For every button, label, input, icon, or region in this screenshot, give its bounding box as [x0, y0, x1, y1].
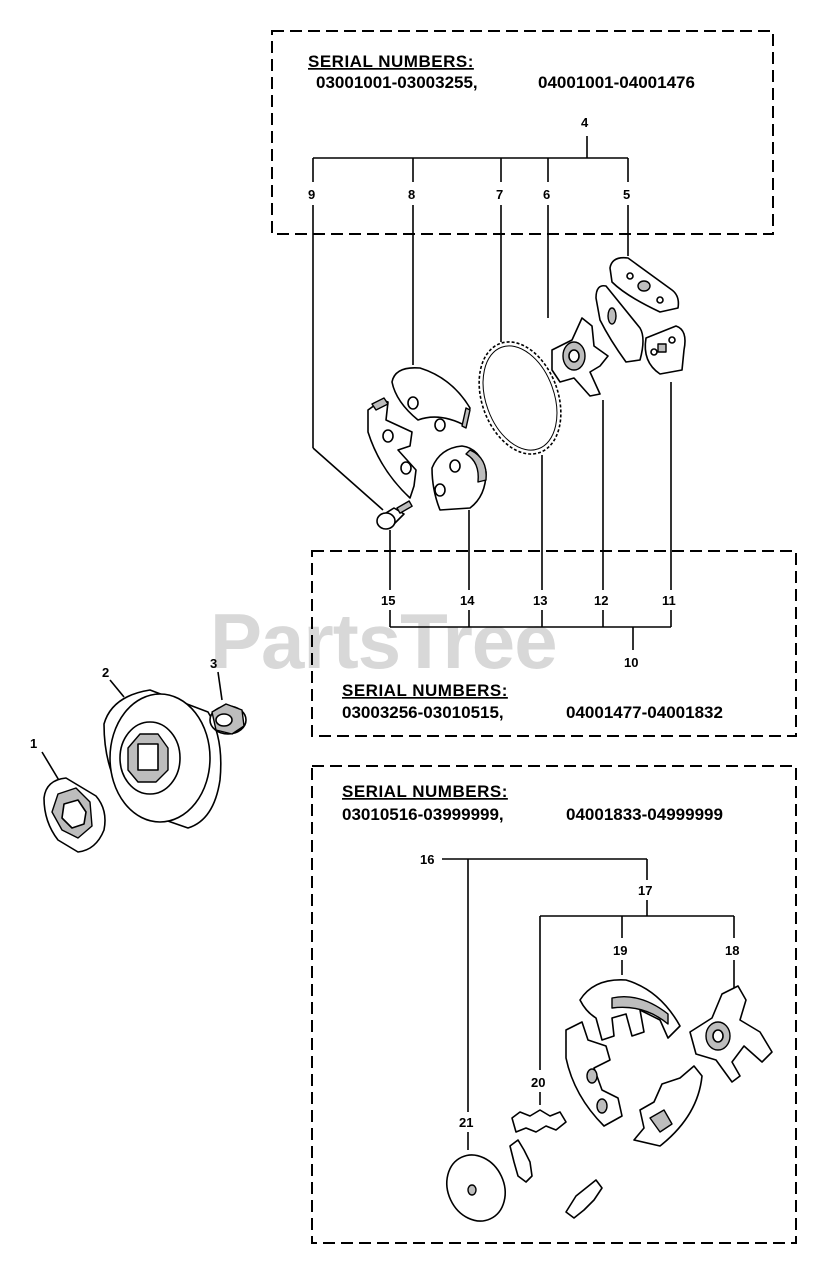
group-3-range-a: 03010516-03999999, — [342, 805, 504, 824]
callout-14: 14 — [460, 593, 475, 608]
group-2-box — [311, 550, 797, 737]
serial-group-3: SERIAL NUMBERS: 03010516-03999999, 04001… — [311, 765, 797, 1244]
clutch-shoe-part-8 — [391, 366, 471, 432]
clutch-drum-part-2 — [103, 689, 222, 829]
spring-part-20b — [509, 1139, 533, 1183]
spring-ring-part-13 — [478, 341, 562, 455]
callout-19: 19 — [613, 943, 627, 958]
hub-part-12 — [551, 317, 609, 397]
leader-lines-middle — [389, 382, 672, 650]
plate-part-11a — [595, 284, 644, 363]
callout-21: 21 — [459, 1115, 473, 1130]
group-1-title: SERIAL NUMBERS: — [308, 52, 474, 71]
callout-6: 6 — [543, 187, 550, 202]
hub-part-18 — [689, 985, 773, 1083]
leader-lines-upper — [312, 136, 629, 511]
group-2-range-a: 03003256-03010515, — [342, 703, 504, 722]
spring-part-20 — [511, 1109, 567, 1133]
group-1-range-a: 03001001-03003255, — [316, 73, 478, 92]
washer-part-21 — [446, 1154, 506, 1222]
clutch-shoe-right — [633, 1065, 703, 1147]
bolt-part-15 — [376, 500, 413, 530]
leader-lines-left — [41, 671, 223, 783]
clutch-shoe-part-19 — [579, 979, 681, 1041]
leader-lines-lower — [442, 858, 735, 1150]
clutch-shoe-left — [565, 1021, 623, 1127]
callout-labels: 4 9 8 7 6 5 15 14 13 12 11 10 1 2 3 16 1… — [30, 115, 739, 1130]
callout-11: 11 — [662, 593, 676, 608]
needle-bearing-part-3 — [209, 703, 247, 735]
callout-1: 1 — [30, 736, 37, 751]
group-1-range-b: 04001001-04001476 — [538, 73, 695, 92]
group-3-title: SERIAL NUMBERS: — [342, 782, 508, 801]
group-3-range-b: 04001833-04999999 — [566, 805, 723, 824]
plate-part-11 — [644, 325, 686, 375]
serial-group-2: SERIAL NUMBERS: 03003256-03010515, 04001… — [311, 550, 797, 737]
group-3-box — [311, 765, 797, 1244]
callout-2: 2 — [102, 665, 109, 680]
callout-20: 20 — [531, 1075, 545, 1090]
group-2-range-b: 04001477-04001832 — [566, 703, 723, 722]
callout-9: 9 — [308, 187, 315, 202]
callout-13: 13 — [533, 593, 547, 608]
watermark: PartsTree — [210, 597, 557, 685]
serial-group-1: SERIAL NUMBERS: 03001001-03003255, 04001… — [271, 30, 774, 235]
spring-part-20c — [565, 1179, 603, 1219]
clutch-shoe-part-8-lower — [367, 397, 417, 499]
callout-12: 12 — [594, 593, 608, 608]
callout-3: 3 — [210, 656, 217, 671]
plate-part-5 — [609, 256, 680, 313]
rim-sprocket-part-1 — [43, 777, 106, 853]
callout-7: 7 — [496, 187, 503, 202]
group-1-box — [271, 30, 774, 235]
callout-15: 15 — [381, 593, 395, 608]
callout-16: 16 — [420, 852, 434, 867]
group-2-title: SERIAL NUMBERS: — [342, 681, 508, 700]
clutch-shoe-part-14 — [431, 445, 487, 511]
callout-4: 4 — [581, 115, 589, 130]
callout-17: 17 — [638, 883, 652, 898]
callout-18: 18 — [725, 943, 739, 958]
callout-10: 10 — [624, 655, 638, 670]
callout-5: 5 — [623, 187, 630, 202]
callout-8: 8 — [408, 187, 415, 202]
